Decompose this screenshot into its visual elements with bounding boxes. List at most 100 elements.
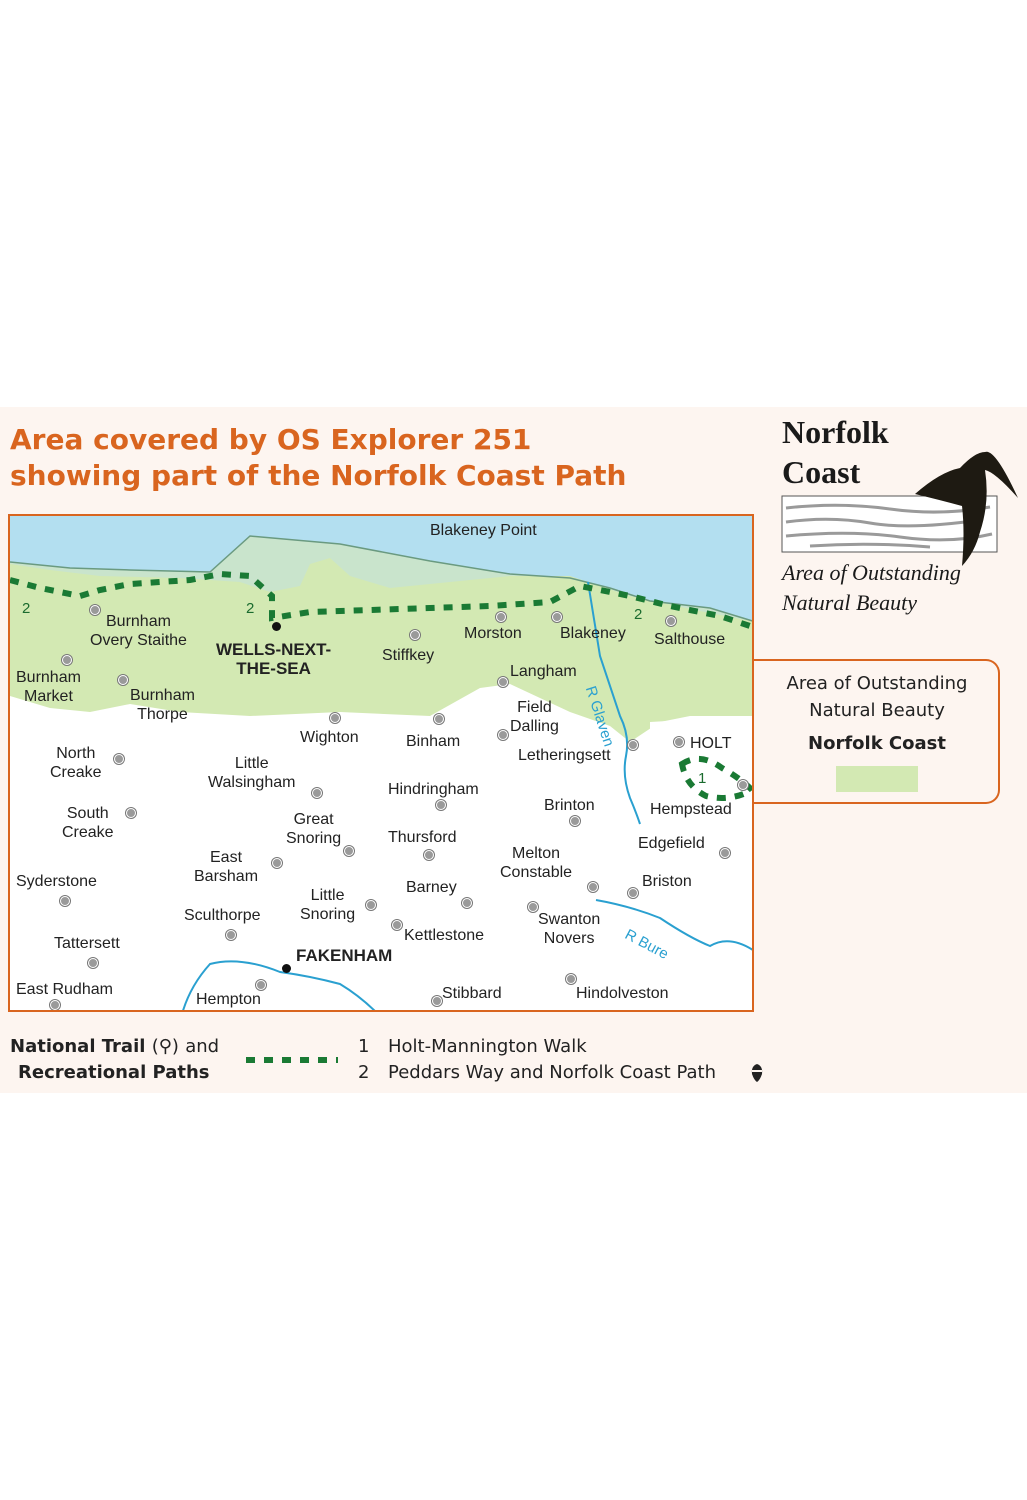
place-marker [738,780,748,790]
place-label: Wighton [300,729,359,746]
place-label: Little Snoring [300,887,356,923]
norfolk-coast-logo: Norfolk Coast Area of Outstanding Natura… [780,412,1020,622]
place-marker [366,900,376,910]
national-trail-acorn-icon [751,1064,763,1082]
place-marker [312,788,322,798]
place-marker [256,980,266,990]
aonb-legend-line-3: Norfolk Coast [808,733,946,754]
place-label: Tattersett [54,935,120,952]
place-label: Hindringham [388,781,479,798]
aonb-legend-line-1: Area of Outstanding [786,673,968,694]
place-label: East Barsham [194,849,259,885]
place-label: South Creake [62,805,114,841]
town-label: WELLS-NEXT- THE-SEA [216,640,332,678]
place-marker [528,902,538,912]
place-marker [118,675,128,685]
place-label: Morston [464,625,522,642]
place-marker [90,605,100,615]
place-label: HOLT [690,735,732,752]
route-number-label: 1 [698,770,707,787]
place-marker [552,612,562,622]
place-marker [720,848,730,858]
place-marker [462,898,472,908]
place-marker [50,1000,60,1010]
aonb-legend-line-2: Natural Beauty [809,700,945,721]
norfolk-coast-path [10,570,752,630]
logo-name-line-2: Coast [782,454,861,490]
area-map: Blakeney Point 2 2 2 1 R Glaven R Bure B… [8,514,754,1012]
place-label: Hempstead [650,801,732,818]
place-label: Burnham Thorpe [130,687,195,723]
river-bure [595,899,752,951]
place-marker [88,958,98,968]
route-number-label: 2 [634,606,643,623]
place-label: Swanton Novers [538,911,601,947]
page-subtitle: showing part of the Norfolk Coast Path [10,459,627,492]
sea-label-blakeney-point: Blakeney Point [430,522,537,539]
key-recreational-paths-label: Recreational Paths [18,1062,210,1083]
key-national-trail-text: National Trail [10,1036,146,1057]
place-marker [628,740,638,750]
place-label: Sculthorpe [184,907,261,924]
place-marker [126,808,136,818]
town-label: FAKENHAM [296,946,393,965]
place-label: Stiffkey [382,647,435,664]
key-route-number: 2 [358,1062,370,1083]
place-label: Blakeney [560,625,626,642]
town-marker [272,622,281,631]
place-marker [60,896,70,906]
place-marker [424,850,434,860]
place-marker [498,730,508,740]
place-marker [432,996,442,1006]
place-label: Binham [406,733,461,750]
place-marker [570,816,580,826]
place-marker [566,974,576,984]
place-label: Melton Constable [500,845,573,881]
key-route-name: Holt-Mannington Walk [388,1036,587,1057]
place-marker [436,800,446,810]
place-label: Letheringsett [518,747,611,764]
river-wensum [182,960,376,1010]
place-label: North Creake [50,745,102,781]
place-marker [226,930,236,940]
place-label: Hindolveston [576,985,669,1002]
place-marker [434,714,444,724]
place-label: Langham [510,663,577,680]
place-marker [392,920,402,930]
place-label: Great Snoring [286,811,342,847]
route-number-label: 2 [246,600,255,617]
place-marker [498,677,508,687]
aonb-area [10,558,752,742]
place-label: Burnham Overy Staithe [90,613,187,649]
place-label: Burnham Market [16,669,81,705]
town-marker [282,964,291,973]
place-label: Salthouse [654,631,726,648]
river-glaven [587,581,641,825]
place-label: Little Walsingham [208,755,296,791]
place-marker [62,655,72,665]
key-route-number: 1 [358,1036,370,1057]
logo-tagline-line-1: Area of Outstanding [782,560,961,585]
place-label: Kettlestone [404,927,485,944]
place-label: Syderstone [16,873,97,890]
key-route-name: Peddars Way and Norfolk Coast Path [388,1062,716,1083]
map-panel: Area covered by OS Explorer 251 showing … [0,407,1027,1093]
route-number-label: 2 [22,600,31,617]
coastline [10,535,752,622]
place-marker [114,754,124,764]
place-marker [666,616,676,626]
place-label: Brinton [544,797,595,814]
key-national-trail-label: National Trail (⚲) and [10,1036,219,1057]
place-marker [410,630,420,640]
aonb-color-swatch [836,766,918,792]
key-and-text: and [185,1036,220,1057]
place-label: Barney [406,879,457,896]
bird-logo-icon [781,451,1018,566]
place-marker [496,612,506,622]
place-label: Stibbard [442,985,502,1002]
path-symbol-icon [246,1057,338,1063]
place-label: Thursford [388,829,457,846]
place-label: Briston [642,873,692,890]
place-label: East Rudham [16,981,113,998]
place-label: Edgefield [638,835,705,852]
